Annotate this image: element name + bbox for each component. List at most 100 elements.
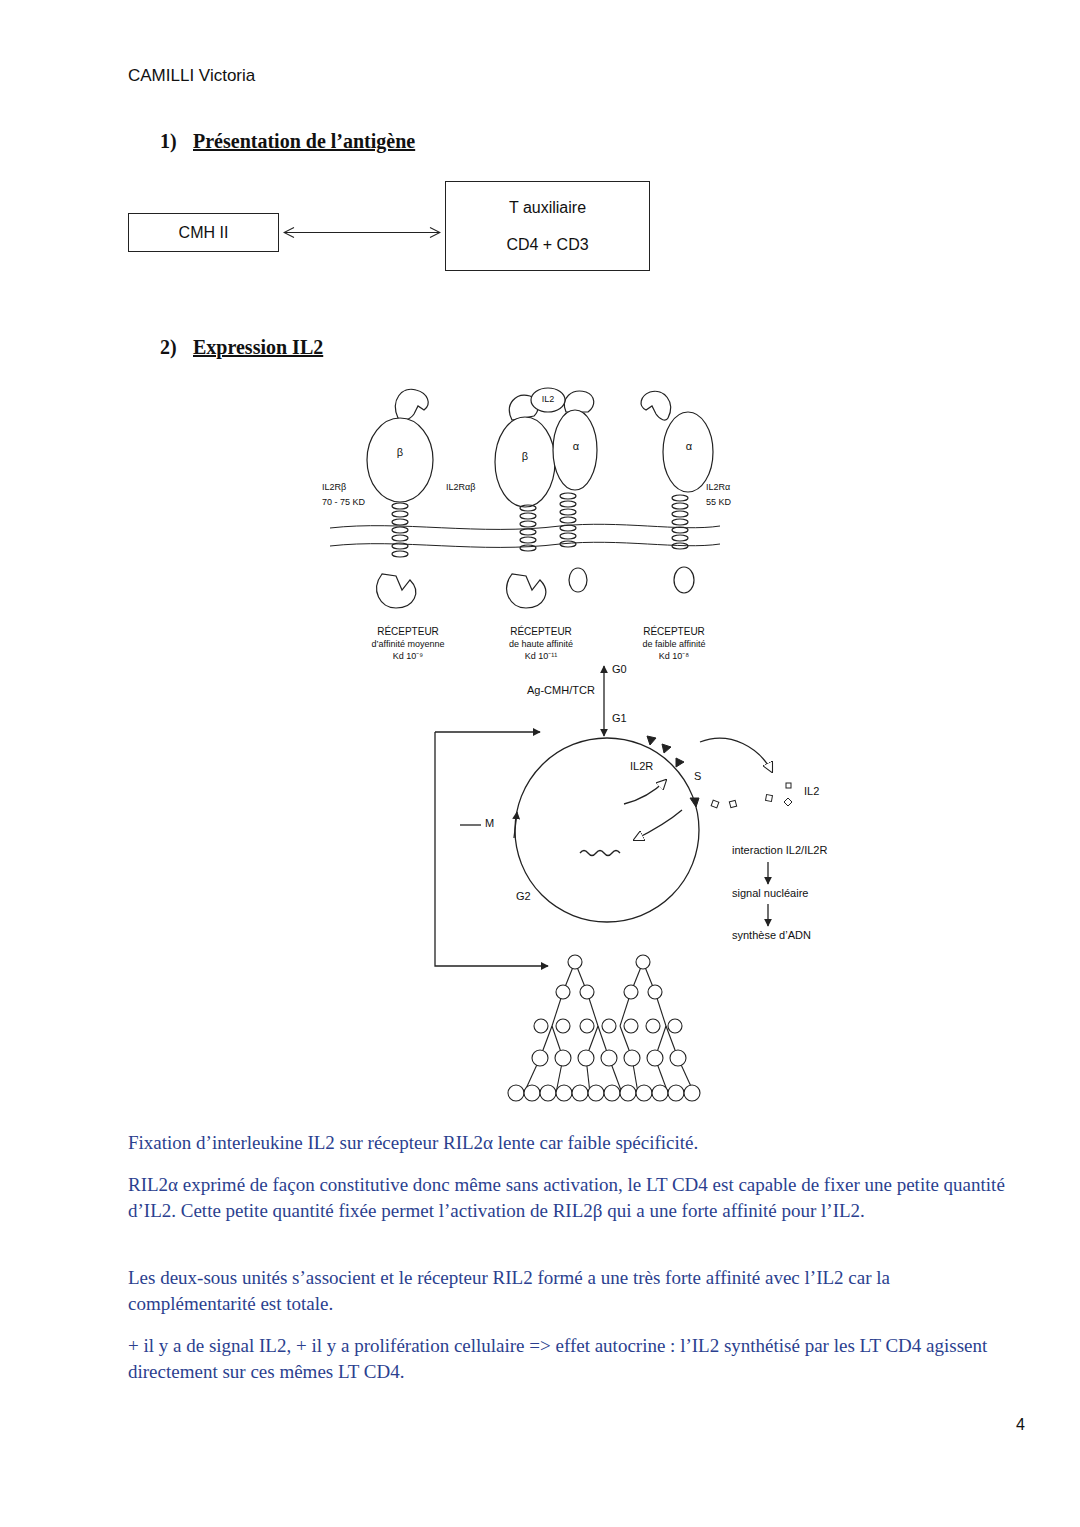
receptor-beta (367, 418, 433, 502)
il2-molecule (786, 783, 791, 788)
figure-label: G2 (516, 890, 531, 903)
page-header: CAMILLI Victoria (128, 66, 255, 86)
cell-proliferation (580, 1019, 594, 1033)
figure-label: RÉCEPTEUR (643, 626, 705, 638)
il2-molecule (690, 798, 699, 807)
figure-label: M (485, 817, 494, 830)
cell-proliferation (568, 955, 582, 969)
cell-proliferation (646, 1019, 660, 1033)
cell-proliferation (524, 1085, 540, 1101)
receptor-alpha-beta (560, 493, 576, 547)
receptor-alpha-beta (507, 574, 546, 608)
section-number: 2) (160, 335, 177, 359)
cell-cycle (580, 851, 620, 856)
page-number: 4 (1016, 1415, 1025, 1434)
figure-label: interaction IL2/IL2R (732, 844, 827, 857)
membrane (330, 524, 720, 547)
body-paragraph: + il y a de signal IL2, + il y a prolifé… (128, 1333, 1018, 1385)
cell-proliferation (555, 1050, 571, 1066)
il2-molecule (729, 800, 736, 807)
figure-label: S (694, 770, 701, 783)
cell-proliferation (602, 1019, 616, 1033)
figure-label: β (522, 450, 528, 463)
receptor-beta (392, 503, 408, 557)
figure-label: d’affinité moyenne (372, 639, 445, 650)
cell-proliferation (652, 1085, 668, 1101)
figure-label: RÉCEPTEUR (377, 626, 439, 638)
receptor-alpha-beta (553, 410, 597, 490)
figure-label: RÉCEPTEUR (510, 626, 572, 638)
il2-molecule (711, 800, 719, 808)
cell-cycle (700, 738, 772, 772)
receptor-beta (367, 389, 433, 608)
figure-label: β (397, 446, 403, 459)
receptor-alpha (663, 412, 713, 492)
il2-molecule (647, 736, 792, 808)
figure-label: 55 KD (706, 497, 731, 508)
il2-molecule (766, 795, 773, 802)
figure-label: IL2 (542, 394, 555, 405)
cell-proliferation (636, 1085, 652, 1101)
figure-label: synthèse d’ADN (732, 929, 811, 942)
cell-proliferation (580, 985, 594, 999)
il2-molecule (784, 798, 792, 806)
figure-label: G0 (612, 663, 627, 676)
node-text: CD4 + CD3 (506, 235, 588, 254)
receptor-alpha-beta (495, 417, 555, 507)
section-heading: Expression IL2 (193, 335, 323, 359)
il2-molecule (676, 758, 684, 767)
cell-proliferation (624, 1050, 640, 1066)
receptor-alpha (641, 391, 713, 593)
cell-proliferation (556, 1019, 570, 1033)
cell-cycle (767, 904, 768, 926)
cell-cycle (603, 666, 604, 700)
node-text: CMH II (179, 223, 229, 242)
cell-proliferation (648, 985, 662, 999)
receptor-alpha (674, 567, 694, 593)
figure-label: IL2Rα (706, 482, 730, 493)
cell-cycle (435, 732, 548, 966)
il2-molecule (662, 744, 671, 753)
section-heading: Présentation de l’antigène (193, 129, 415, 153)
figure-label: α (573, 440, 579, 453)
cell-box: T auxiliaireCD4 + CD3 (445, 181, 650, 271)
figure-label: IL2Rβ (322, 482, 346, 493)
il2-molecule (647, 736, 656, 745)
cell-proliferation (668, 1019, 682, 1033)
receptor-alpha-beta (531, 388, 565, 412)
body-paragraph: RIL2α exprimé de façon constitutive donc… (128, 1172, 1018, 1224)
cell-proliferation (572, 1085, 588, 1101)
figure-label: Kd 10⁻⁹ (393, 651, 423, 662)
cell-proliferation (601, 1050, 617, 1066)
cell-proliferation (624, 985, 638, 999)
figure-label: Ag-CMH/TCR (527, 684, 595, 697)
cell-cycle (624, 780, 666, 804)
cell-proliferation (684, 1085, 700, 1101)
cell-cycle (767, 862, 768, 884)
figure-label: de faible affinité (643, 639, 706, 650)
cell-cycle (460, 824, 481, 825)
receptor-alpha-beta (495, 388, 597, 608)
receptor-beta (395, 389, 428, 420)
figure-label: de haute affinité (509, 639, 573, 650)
body-paragraph: Les deux-sous unités s’associent et le r… (128, 1265, 1018, 1317)
cell-proliferation (508, 1085, 524, 1101)
cell-proliferation (508, 955, 700, 1101)
cell-proliferation (636, 955, 650, 969)
double-arrow (284, 232, 440, 233)
receptor-alpha (672, 495, 688, 549)
cell-proliferation (588, 1085, 604, 1101)
cell-proliferation (624, 1019, 638, 1033)
receptor-alpha-beta (569, 568, 587, 592)
figure-label: IL2 (804, 785, 819, 798)
cell-cycle (603, 700, 604, 736)
cell-proliferation (620, 1085, 636, 1101)
cell-proliferation (647, 1050, 663, 1066)
figure-label: IL2Rαβ (446, 482, 475, 493)
receptor-beta (377, 574, 416, 608)
cell-proliferation (556, 985, 570, 999)
figure-label: Kd 10⁻⁸ (659, 651, 689, 662)
